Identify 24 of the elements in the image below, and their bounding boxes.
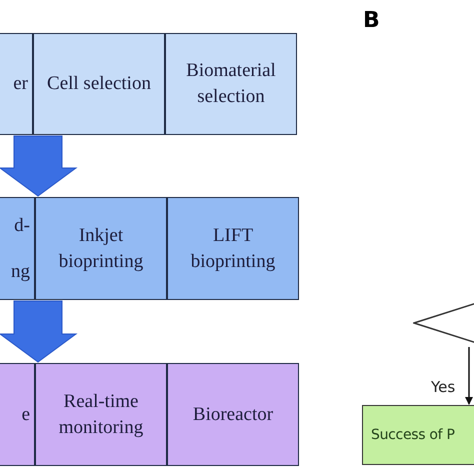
box-text: d- ng [10,214,30,284]
process-box [33,33,165,135]
process-box [35,363,167,466]
process-box [167,363,299,466]
block-arrow [0,136,78,197]
box-text: e [20,402,30,426]
box-text: LIFT bioprinting [190,224,276,274]
process-box [165,33,297,135]
box-text: Biomaterial selection [185,59,277,109]
process-box [167,197,299,300]
box-text: Cell selection [47,72,151,96]
process-box [0,33,33,135]
box-text: er [12,72,28,96]
process-box [0,363,35,466]
process-box [0,197,35,300]
box-text: Inkjet bioprinting [58,224,144,274]
box-text: Real-time monitoring [58,390,144,440]
block-arrow [0,300,78,363]
arrow [465,347,473,405]
process-box [35,197,167,300]
process-box [362,405,474,465]
box-text: Success of P [371,426,455,444]
panel-letter: B [363,7,380,35]
box-text: Bioreactor [192,402,274,426]
